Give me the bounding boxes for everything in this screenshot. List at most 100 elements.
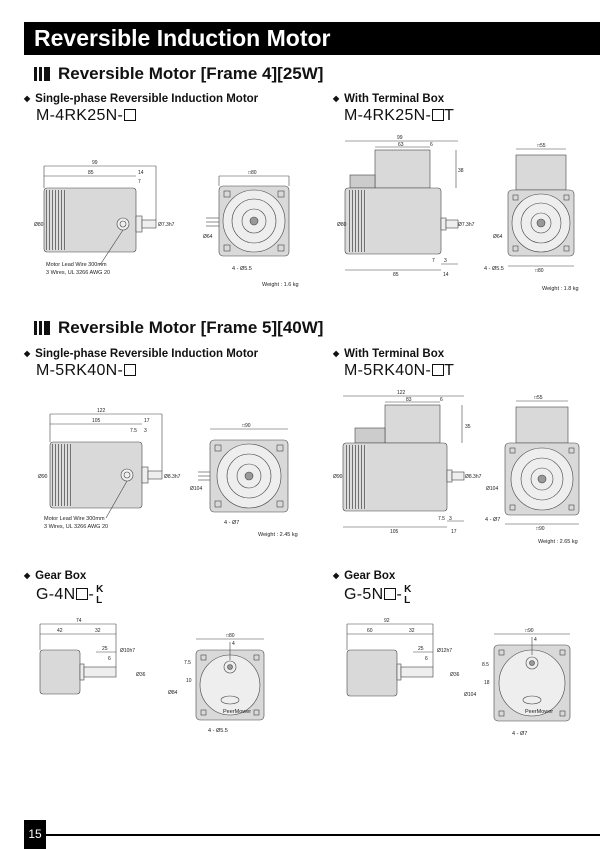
dim-label: 6: [425, 656, 428, 662]
section-heading-frame4: Reversible Motor [Frame 4][25W]: [34, 64, 323, 84]
box-symbol-icon: [384, 588, 397, 601]
frame5-right-front-view: [504, 400, 580, 525]
footer-rule: [46, 834, 600, 836]
weight-label: Weight : 2.65 kg: [538, 539, 578, 545]
lead-wire-spec: 3 Wires, UL 3266 AWG 20: [46, 270, 110, 276]
box-symbol-icon: [124, 109, 137, 121]
dim-label: 32: [95, 628, 101, 634]
dim-label: □90: [525, 628, 534, 634]
dim-label: 14: [443, 272, 449, 278]
dim-label: Ø64: [203, 234, 213, 240]
dim-label: 6: [108, 656, 111, 662]
model-frame5-left: M-5RK40N-: [36, 362, 137, 380]
dim-label: Ø36: [450, 672, 460, 678]
dim-label: Ø104: [190, 486, 202, 492]
section-title: Reversible Motor [Frame 4][25W]: [58, 64, 324, 83]
dim-label: □55: [537, 143, 546, 149]
model-code: M-4RK25N-: [36, 107, 124, 124]
dim-label: 32: [409, 628, 415, 634]
dim-label: Ø104: [464, 692, 476, 698]
dim-label: 7.5: [438, 516, 445, 522]
brand-logo: PeerMower: [223, 709, 251, 715]
dim-label: 4: [534, 637, 537, 643]
page-number: 15: [24, 820, 46, 849]
dim-label: 14: [138, 170, 144, 176]
weight-label: Weight : 2.45 kg: [258, 532, 298, 538]
dim-label: □80: [535, 268, 544, 274]
subtitle-gearbox-left: Gear Box: [24, 570, 86, 582]
gearbox-left-side-view: [39, 623, 117, 695]
dim-label: Ø80: [34, 222, 44, 228]
dim-label: Ø104: [486, 486, 498, 492]
weight-label: Weight : 1.6 kg: [262, 282, 299, 288]
dim-label: 4: [232, 641, 235, 647]
dim-label: 92: [384, 618, 390, 624]
dim-label: 35: [465, 424, 471, 430]
mount-hole-label: 4 - Ø5.5: [484, 266, 504, 272]
mount-hole-label: 4 - Ø5.5: [208, 728, 228, 734]
dim-label: 7: [432, 258, 435, 264]
dim-label: 99: [397, 135, 403, 141]
dim-label: Ø7.3h7: [458, 222, 475, 228]
dim-label: 85: [88, 170, 94, 176]
model-code: M-5RK40N-: [344, 362, 432, 379]
dim-label: 3: [144, 428, 147, 434]
model-code: M-5RK40N-: [36, 362, 124, 379]
frame4-left-side-view: [43, 165, 157, 266]
dim-label: 10: [186, 678, 192, 684]
frame4-right-front-view: [507, 148, 575, 267]
dim-label: Ø84: [168, 690, 178, 696]
subtitle-frame5-right: With Terminal Box: [333, 348, 444, 360]
dim-label: 38: [458, 168, 464, 174]
lead-wire-note: Motor Lead Wire 300mm: [46, 262, 107, 268]
dim-label: Ø36: [136, 672, 146, 678]
dim-label: 17: [451, 529, 457, 535]
dim-label: 105: [92, 418, 101, 424]
dim-label: Ø90: [333, 474, 343, 480]
frame4-right-side-view: [344, 140, 459, 271]
page-title-banner: Reversible Induction Motor: [24, 22, 600, 55]
subtitle-frame4-left: Single-phase Reversible Induction Motor: [24, 93, 258, 105]
dim-label: Ø10h7: [120, 648, 135, 654]
lead-wire-spec: 3 Wires, UL 3266 AWG 20: [44, 524, 108, 530]
model-frame5-right: M-5RK40N-T: [344, 362, 454, 380]
dim-label: 7: [138, 179, 141, 185]
dim-label: 3: [444, 258, 447, 264]
box-symbol-icon: [76, 588, 89, 601]
mount-hole-label: 4 - Ø7: [485, 517, 500, 523]
gearbox-left-front-view: [195, 638, 265, 721]
dim-label: 42: [57, 628, 63, 634]
dim-label: 60: [367, 628, 373, 634]
dim-label: 18: [484, 680, 490, 686]
model-frame4-left: M-4RK25N-: [36, 107, 137, 125]
dim-label: Ø90: [38, 474, 48, 480]
section-heading-frame5: Reversible Motor [Frame 5][40W]: [34, 318, 323, 338]
dim-label: □80: [226, 633, 235, 639]
frame5-right-side-view: [342, 395, 465, 528]
box-symbol-icon: [432, 364, 445, 376]
box-symbol-icon: [124, 364, 137, 376]
dim-label: 105: [390, 529, 399, 535]
dim-label: Ø7.3h7: [158, 222, 175, 228]
weight-label: Weight : 1.8 kg: [542, 286, 579, 292]
dim-label: 8.5: [482, 662, 489, 668]
gearbox-right-side-view: [346, 623, 434, 697]
section-bars-icon: [34, 67, 50, 81]
dim-label: 99: [92, 160, 98, 166]
model-suffix: T: [444, 107, 455, 124]
dim-label: Ø8.3h7: [164, 474, 181, 480]
dim-label: □80: [248, 170, 257, 176]
model-code: G-5N: [344, 586, 384, 604]
dim-label: Ø8.3h7: [465, 474, 482, 480]
dim-label: 6: [430, 142, 433, 148]
dim-label: 25: [418, 646, 424, 652]
brand-logo: PeerMower: [525, 709, 553, 715]
dim-label: □90: [242, 423, 251, 429]
dim-label: 122: [397, 390, 406, 396]
dim-label: □90: [536, 526, 545, 532]
subtitle-gearbox-right: Gear Box: [333, 570, 395, 582]
